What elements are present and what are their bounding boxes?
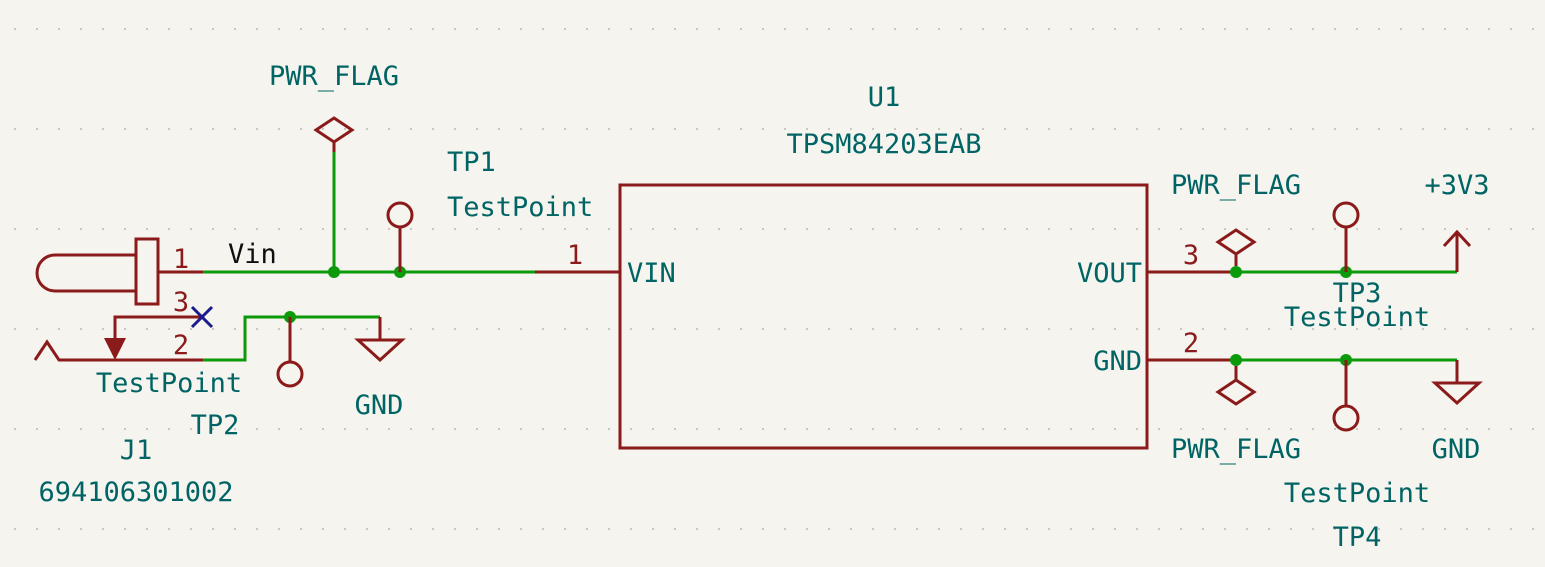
u1-reference: U1 (868, 82, 901, 113)
tp3-reference: TP3 (1333, 278, 1382, 309)
power-symbol-3v3[interactable]: +3V3 (1424, 170, 1490, 272)
u1-pin-vout-name: VOUT (1077, 258, 1142, 289)
u1-pin-vin-name: VIN (627, 258, 676, 289)
gnd-left-label: GND (355, 390, 404, 421)
u1-pin-gnd-name: GND (1093, 346, 1142, 377)
pwr-flag-label: PWR_FLAG (269, 61, 399, 92)
pwr-flag-vout[interactable]: PWR_FLAG (1171, 170, 1301, 266)
u1-value: TPSM84203EAB (786, 129, 981, 160)
junction-dot (1230, 354, 1242, 366)
testpoint-circle-icon (276, 360, 304, 388)
wire-gnd-left[interactable] (203, 315, 380, 362)
junction-dot (328, 266, 340, 278)
grid-dots (14, 28, 1534, 530)
pwr-flag-diamond-icon (1215, 378, 1257, 406)
u1-pin-vout-number: 3 (1183, 240, 1199, 271)
junctions (284, 266, 1352, 366)
tp1-value: TestPoint (447, 192, 593, 223)
testpoint-circle-icon (1332, 201, 1360, 229)
j1-switch-contact[interactable] (113, 315, 203, 347)
j1-pin2-number: 2 (173, 330, 189, 361)
tp1-reference: TP1 (447, 147, 496, 178)
j1-pin1-number: 1 (173, 244, 189, 275)
u1-pin-gnd-number: 2 (1183, 328, 1199, 359)
component-tp2[interactable]: TestPoint TP2 (96, 317, 304, 441)
j1-contact-arrow (104, 338, 126, 360)
tp2-reference: TP2 (191, 410, 240, 441)
j1-pin3-number: 3 (173, 287, 189, 318)
tp4-reference: TP4 (1333, 522, 1382, 553)
j1-sleeve-contact[interactable] (33, 339, 203, 362)
j1-value: 694106301002 (38, 477, 233, 508)
gnd-right-label: GND (1432, 434, 1481, 465)
j1-reference: J1 (120, 435, 153, 466)
tp3-value: TestPoint (1284, 302, 1430, 333)
pwr-flag-gnd[interactable]: PWR_FLAG (1171, 366, 1301, 465)
pwr-flag-vin[interactable]: PWR_FLAG (269, 61, 399, 152)
ground-icon (354, 338, 406, 363)
no-connect-icon[interactable] (190, 305, 214, 329)
gnd-symbol-right[interactable]: GND (1431, 360, 1483, 465)
component-tp1[interactable]: TP1 TestPoint (386, 147, 593, 272)
component-tp4[interactable]: TestPoint TP4 (1284, 360, 1430, 553)
testpoint-circle-icon (1332, 404, 1360, 432)
tp2-value: TestPoint (96, 368, 242, 399)
tp4-value: TestPoint (1284, 478, 1430, 509)
power-arrow-icon (1442, 229, 1472, 248)
component-tp3[interactable]: TP3 TestPoint (1284, 201, 1430, 333)
pwr-flag-vout-label: PWR_FLAG (1171, 170, 1301, 201)
gnd-symbol-left[interactable]: GND (354, 317, 406, 421)
testpoint-circle-icon (386, 201, 414, 229)
pwr-flag-gnd-label: PWR_FLAG (1171, 434, 1301, 465)
u1-pin-vin-number: 1 (567, 240, 583, 271)
pwr-flag-diamond-icon (313, 116, 355, 144)
component-u1[interactable]: U1 TPSM84203EAB VIN 1 VOUT 3 GND 2 (535, 82, 1230, 450)
junction-dot (1230, 266, 1242, 278)
j1-plug-flange[interactable] (134, 237, 160, 306)
u1-body[interactable] (618, 183, 1149, 450)
net-label-vin[interactable]: Vin (228, 239, 277, 270)
j1-plug-body[interactable] (35, 253, 136, 293)
v3v3-label: +3V3 (1424, 170, 1489, 201)
ground-icon (1431, 381, 1483, 406)
pwr-flag-diamond-icon (1215, 228, 1257, 256)
component-j1[interactable]: 1 3 2 J1 694106301002 (33, 237, 234, 508)
